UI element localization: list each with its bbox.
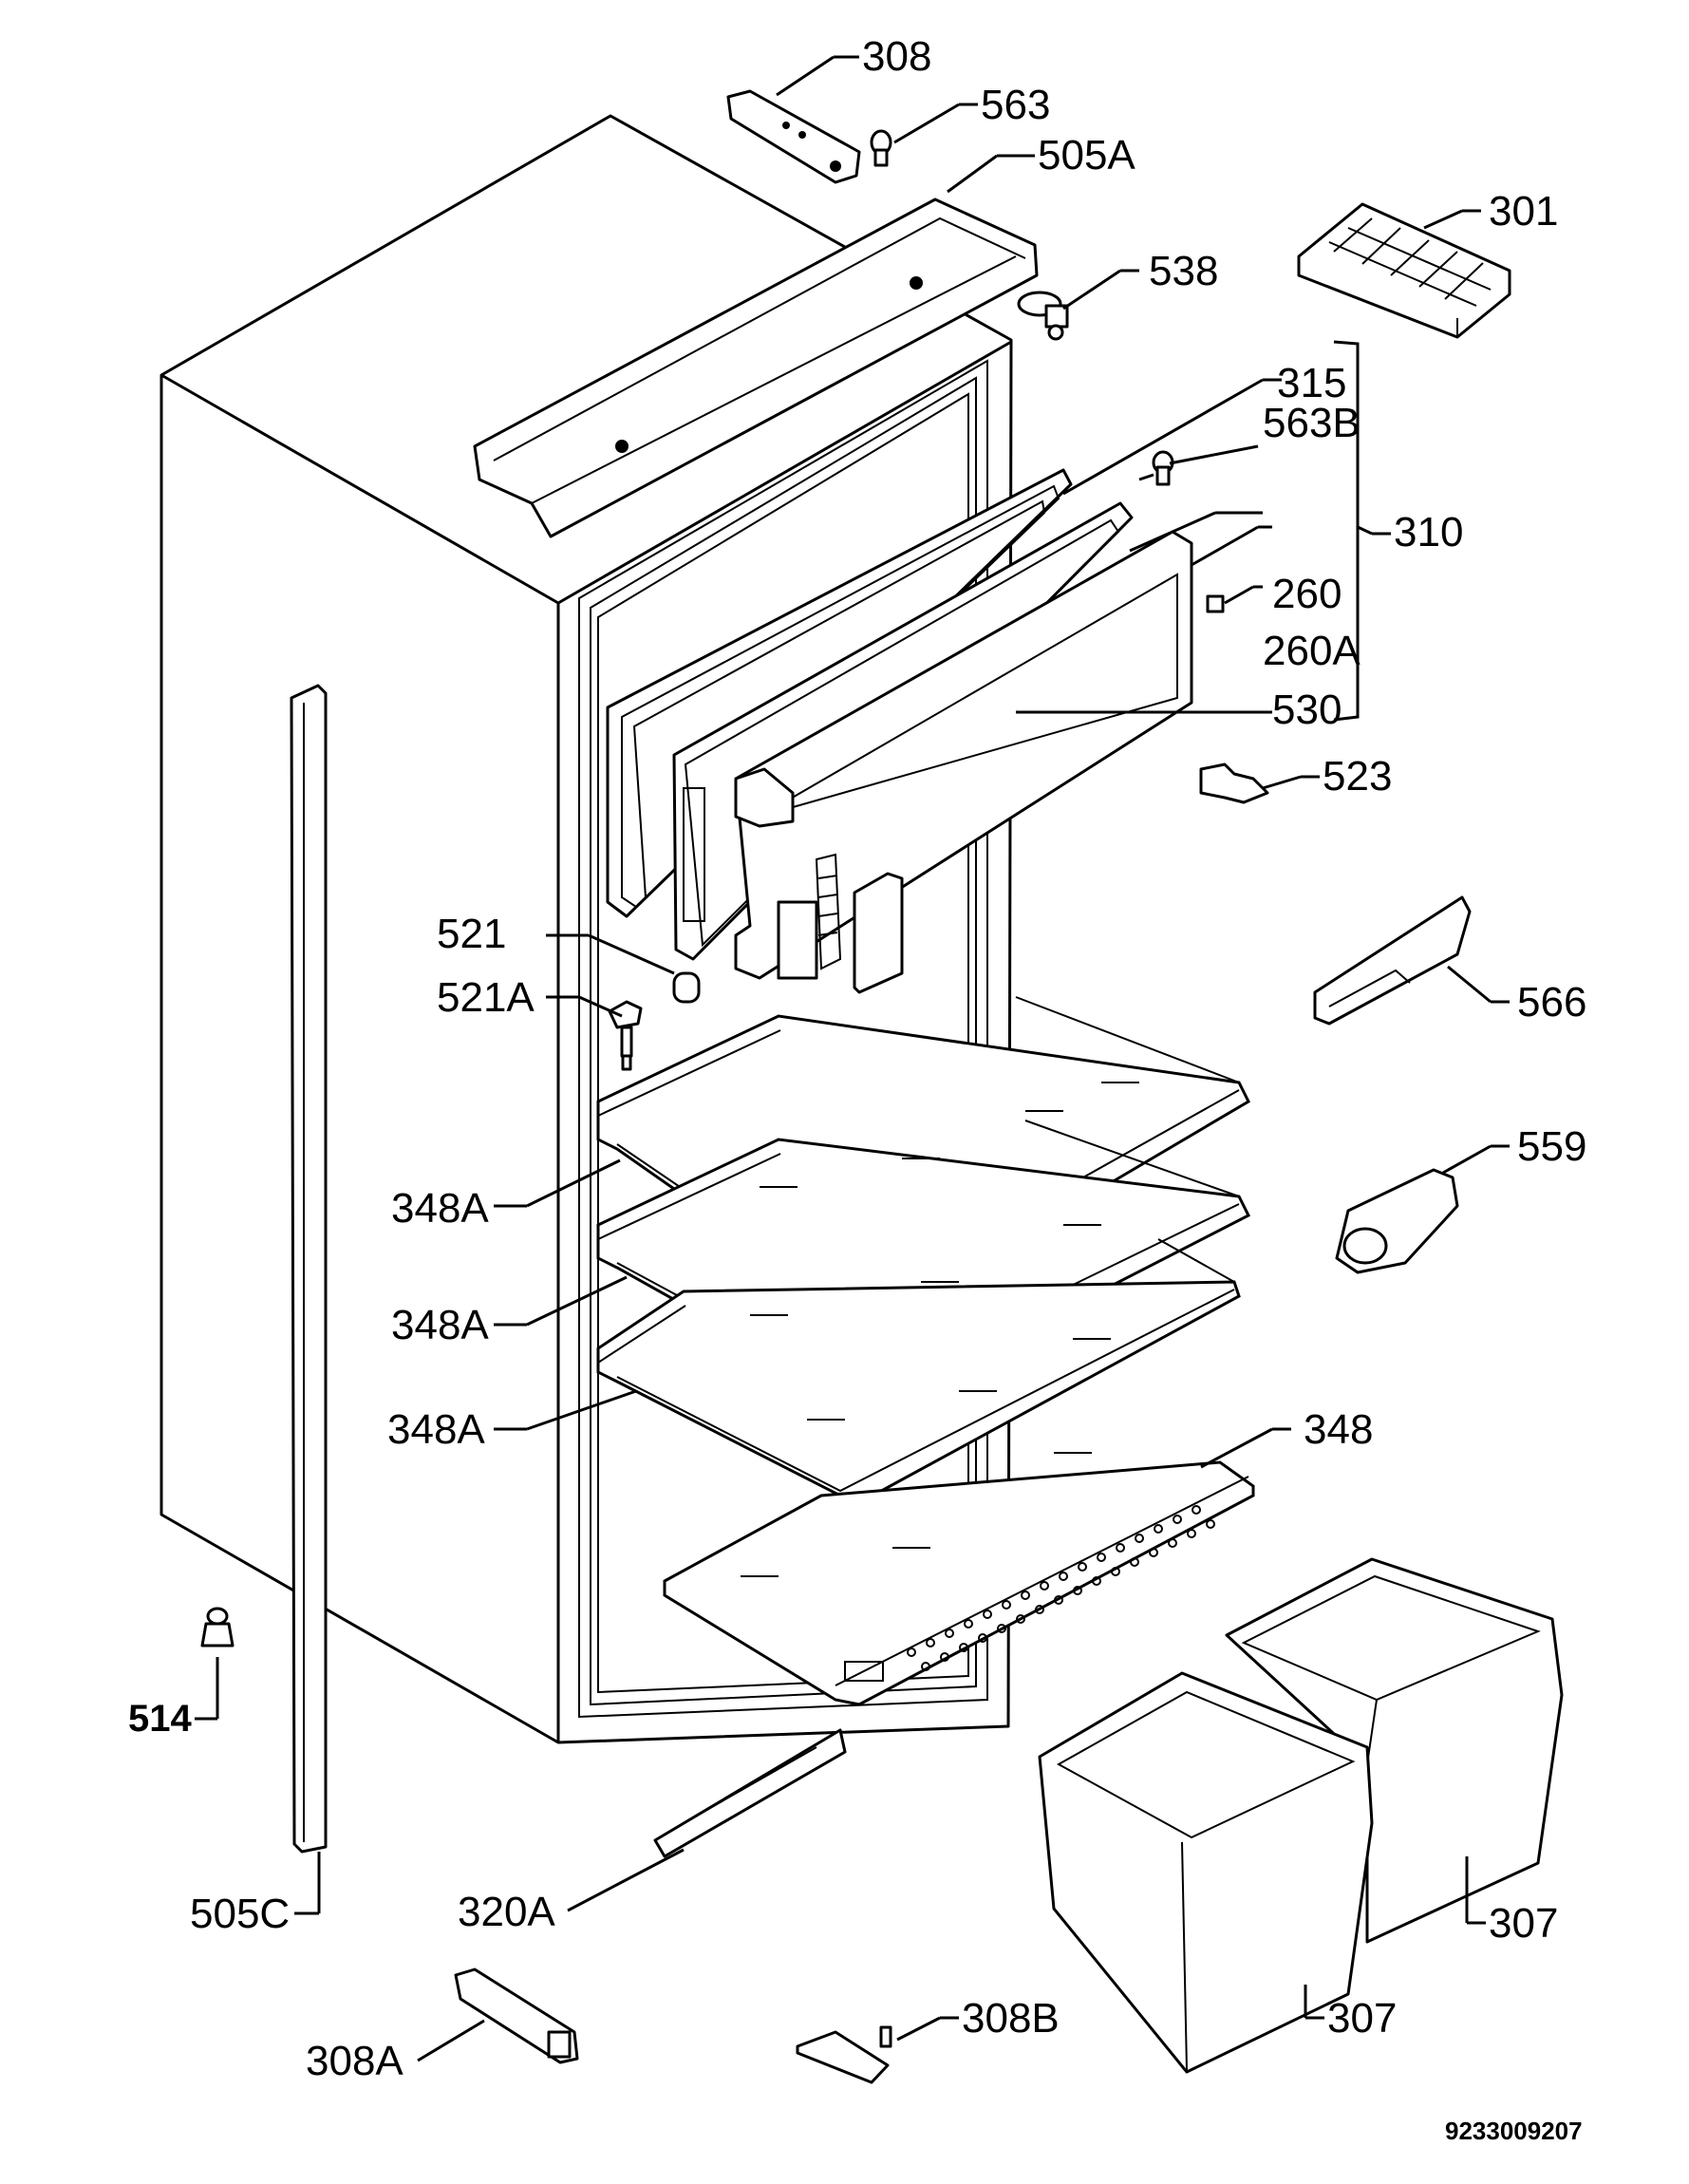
label-348a-1: 348A bbox=[391, 1185, 489, 1232]
label-563b: 563B bbox=[1263, 400, 1361, 446]
foot-514 bbox=[195, 1607, 235, 1721]
crisper-vent-holes bbox=[907, 1505, 1215, 1671]
label-521: 521 bbox=[437, 911, 506, 957]
label-315: 315 bbox=[1277, 360, 1346, 406]
label-566: 566 bbox=[1517, 979, 1586, 1026]
label-563: 563 bbox=[981, 82, 1050, 128]
clip-260 bbox=[1206, 585, 1263, 613]
label-310: 310 bbox=[1394, 509, 1463, 555]
label-301: 301 bbox=[1489, 188, 1558, 235]
bottom-hinge-308a bbox=[417, 1967, 579, 2064]
ice-tray-301 bbox=[1297, 202, 1511, 339]
bushing-521 bbox=[546, 933, 701, 1004]
glass-shelf-348a-3 bbox=[494, 1238, 1241, 1502]
label-523: 523 bbox=[1323, 753, 1392, 800]
label-538: 538 bbox=[1149, 248, 1218, 294]
document-number: 9233009207 bbox=[1445, 2117, 1583, 2145]
glass-sheen-marks bbox=[741, 1082, 1139, 1577]
label-308a: 308A bbox=[306, 2038, 403, 2084]
connector-523 bbox=[1199, 763, 1320, 804]
label-514: 514 bbox=[128, 1698, 192, 1740]
top-bracket-505a bbox=[473, 154, 1039, 538]
callout-labels: 308 563 505A 301 538 315 563B 310 260 26… bbox=[128, 33, 1586, 2145]
pin-563 bbox=[870, 103, 978, 167]
cam-538 bbox=[1017, 269, 1139, 341]
label-307-right: 307 bbox=[1489, 1900, 1558, 1947]
crisper-drawer-307-left bbox=[1038, 1671, 1374, 2074]
label-308b: 308B bbox=[962, 1995, 1060, 2042]
knob-559 bbox=[1335, 1144, 1510, 1274]
label-505a: 505A bbox=[1038, 132, 1135, 179]
label-260: 260 bbox=[1272, 571, 1342, 617]
cover-strip-320a bbox=[567, 1728, 847, 1912]
label-348a-2: 348A bbox=[391, 1302, 489, 1348]
label-348a-3: 348A bbox=[387, 1406, 485, 1453]
group-bracket-310 bbox=[1333, 340, 1391, 722]
label-308-top: 308 bbox=[862, 33, 931, 80]
pin-563b bbox=[1138, 444, 1259, 486]
crisper-cover-348 bbox=[663, 1427, 1291, 1706]
door-seal-strip-505c bbox=[290, 684, 328, 1915]
top-hinge-308 bbox=[726, 55, 861, 184]
label-307-left: 307 bbox=[1327, 1995, 1397, 2042]
label-530: 530 bbox=[1272, 687, 1342, 733]
label-521a: 521A bbox=[437, 974, 535, 1021]
freezer-door-panel-530 bbox=[734, 525, 1272, 980]
bottom-hinge-308b bbox=[796, 2016, 959, 2084]
label-348: 348 bbox=[1304, 1406, 1373, 1453]
label-505c: 505C bbox=[190, 1891, 290, 1937]
label-559: 559 bbox=[1517, 1123, 1586, 1170]
rail-566 bbox=[1313, 895, 1510, 1026]
door-handle-and-hinge bbox=[815, 710, 1272, 994]
label-320a: 320A bbox=[458, 1889, 555, 1935]
label-260a: 260A bbox=[1263, 628, 1361, 674]
screw-521a bbox=[546, 995, 643, 1071]
